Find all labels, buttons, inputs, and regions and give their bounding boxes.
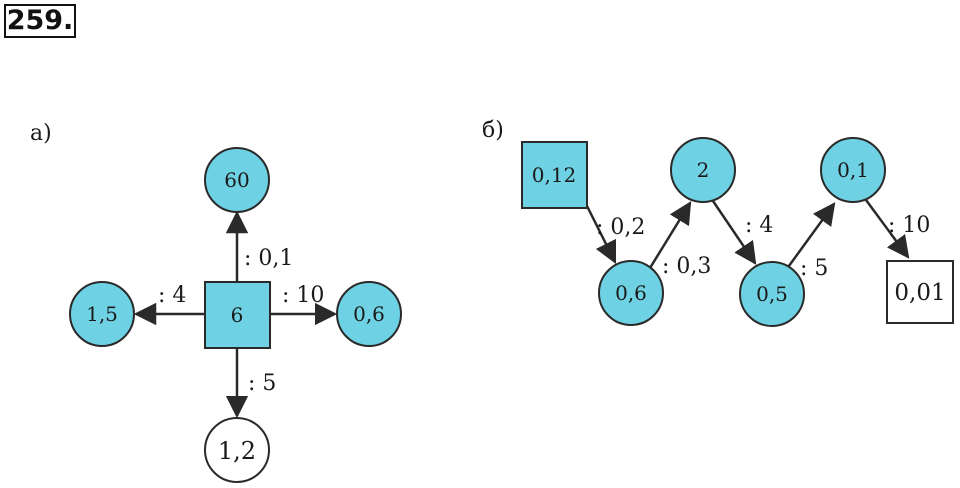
node-b-2-value: 0,6 <box>615 281 647 305</box>
node-b-5 <box>820 137 886 203</box>
edge-b-1 <box>585 205 617 265</box>
edge-b-2 <box>648 201 692 269</box>
edge-b-3-label: : 4 <box>745 213 773 238</box>
node-b-6-value: 0,01 <box>894 280 945 306</box>
node-b-5-value: 0,1 <box>837 158 869 182</box>
node-b-6 <box>886 260 954 324</box>
node-b-4-value: 0,5 <box>756 282 788 306</box>
node-a-right-value: 0,6 <box>353 302 385 326</box>
node-a-top <box>204 147 270 213</box>
edge-b-5-label: : 10 <box>888 213 930 238</box>
part-b-label: б) <box>482 118 504 143</box>
edge-b-4 <box>784 202 836 271</box>
edge-a-top-label: : 0,1 <box>244 246 293 271</box>
edge-a-left-label: : 4 <box>158 283 186 308</box>
node-a-left <box>69 281 135 347</box>
edge-b-5 <box>864 199 910 259</box>
node-b-2 <box>598 260 664 326</box>
node-a-bottom-value: 1,2 <box>218 437 256 465</box>
edge-a-right-label: : 10 <box>282 283 324 308</box>
node-a-center-value: 6 <box>231 303 244 327</box>
edge-b-1-label: : 0,2 <box>596 215 645 240</box>
node-b-3 <box>670 137 736 203</box>
node-a-bottom <box>204 417 270 483</box>
node-a-center <box>204 281 271 349</box>
edge-b-2-label: : 0,3 <box>662 254 711 279</box>
node-a-left-value: 1,5 <box>86 302 118 326</box>
node-b-1 <box>521 141 588 209</box>
part-a-label: а) <box>30 121 52 146</box>
problem-number: 259. <box>4 4 76 38</box>
edge-b-4-label: : 5 <box>800 256 828 281</box>
node-a-top-value: 60 <box>224 168 249 192</box>
node-b-1-value: 0,12 <box>532 163 577 187</box>
node-a-right <box>336 281 402 347</box>
edge-b-3 <box>711 200 757 265</box>
node-b-4 <box>739 261 805 327</box>
node-b-3-value: 2 <box>697 158 710 182</box>
edge-a-bottom-label: : 5 <box>248 371 276 396</box>
